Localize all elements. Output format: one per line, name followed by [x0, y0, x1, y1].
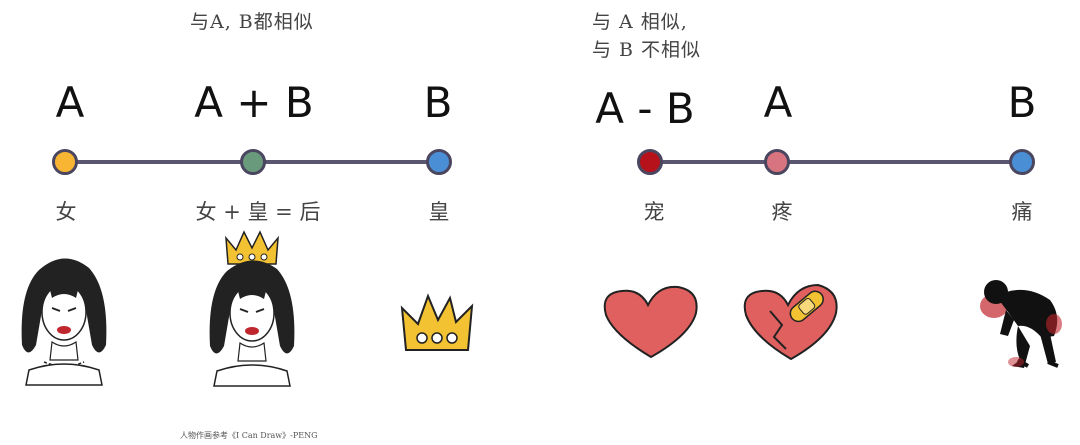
crown-icon [400, 293, 474, 351]
left-dot-b [426, 149, 452, 175]
left-label-a-plus-b: A + B [194, 78, 314, 127]
right-char-teng: 疼 [771, 200, 793, 224]
crouching-figure-icon [980, 280, 1062, 368]
credit-text: 人物作画参考《I Can Draw》-PENG [180, 431, 318, 440]
left-dot-a [52, 149, 78, 175]
left-label-b: B [423, 78, 453, 127]
right-label-a: A [763, 78, 793, 127]
heart-icon [603, 285, 698, 359]
right-char-tong: 痛 [1011, 200, 1033, 224]
right-dot-a [764, 149, 790, 175]
queen-portrait-icon [209, 230, 295, 387]
left-dot-a-plus-b [240, 149, 266, 175]
right-label-b: B [1007, 78, 1037, 127]
right-dot-b [1009, 149, 1035, 175]
right-caption-line2: 与 B 不相似 [592, 39, 702, 61]
left-label-a: A [55, 78, 85, 127]
woman-portrait-icon [21, 258, 107, 386]
right-axis-line [650, 160, 1022, 164]
left-char-huang: 皇 [428, 200, 450, 224]
left-char-equation: 女 + 皇 = 后 [195, 200, 321, 224]
right-label-a-minus-b: A - B [595, 84, 695, 133]
bandaged-heart-icon [743, 283, 838, 361]
right-dot-a-minus-b [637, 149, 663, 175]
left-char-nv: 女 [55, 200, 77, 224]
right-caption-line1: 与 A 相似, [592, 11, 688, 33]
right-char-chong: 宠 [643, 200, 665, 224]
left-caption: 与A, B都相似 [190, 11, 314, 33]
